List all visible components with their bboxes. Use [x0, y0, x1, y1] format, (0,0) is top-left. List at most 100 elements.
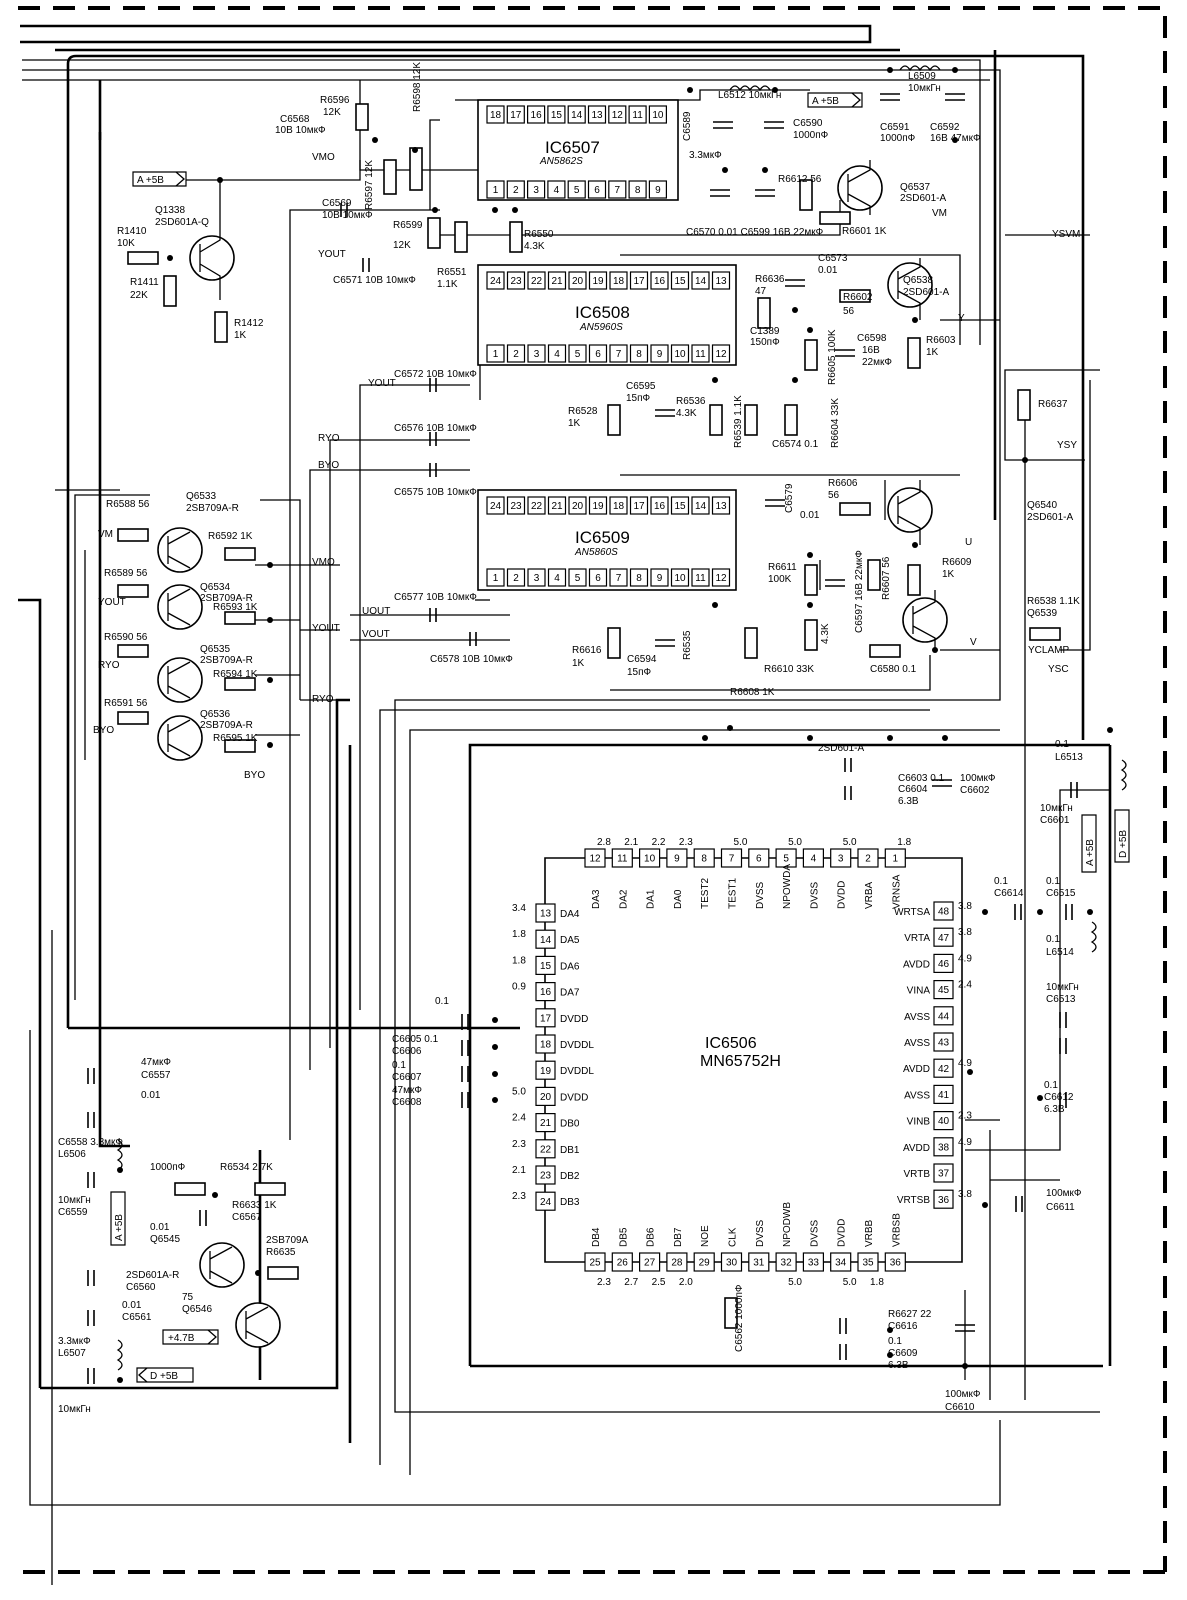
svg-text:A +5В: A +5В [137, 175, 164, 186]
component-label: R6535 [682, 630, 693, 660]
qfp-pin-voltage: 2.3 [958, 1111, 972, 1122]
qfp-pin-name: AVDD [903, 1064, 930, 1075]
qfp-pin [611, 1252, 633, 1272]
ic-pin [691, 344, 710, 363]
component-label: 47 [755, 286, 767, 297]
ic-pin [486, 344, 505, 363]
component-label: C6589 [682, 111, 693, 141]
ic-pin [568, 568, 587, 587]
component-label: C6607 [392, 1072, 422, 1083]
qfp-pin-number: 24 [540, 1197, 552, 1208]
component-label: C6571 10В 10мкФ [333, 275, 416, 286]
qfp-pin-name: VRBSB [891, 1213, 902, 1247]
component-label: 0.1 [1046, 934, 1060, 945]
qfp-pin-name: DA2 [618, 889, 629, 909]
component-label: C6598 [857, 333, 887, 344]
component-label: 10мкГн [58, 1195, 91, 1206]
component-label: R6633 1K [232, 1200, 277, 1211]
component-label: 10мкГн [1046, 982, 1079, 993]
component-label: R6603 [926, 335, 956, 346]
ic-pin [587, 180, 607, 199]
qfp-pin-name: CLK [728, 1227, 739, 1247]
component-label: C6577 10В 10мкФ [394, 592, 477, 603]
ic6509-title: IC6509 [575, 528, 630, 547]
component-label: Q6537 [900, 182, 930, 193]
component-label: C6573 [818, 253, 848, 264]
component-label: 0.1 [1044, 1080, 1058, 1091]
component-label: 12K [323, 107, 341, 118]
ic-pin-number: 14 [695, 276, 707, 287]
ic-pin-number: 24 [490, 276, 502, 287]
ic-pin-number: 17 [633, 276, 645, 287]
ic-pin-number: 12 [715, 349, 727, 360]
net-vmo: VMO [312, 557, 335, 568]
ic-pin-number: 21 [551, 276, 563, 287]
qfp-pin [535, 1112, 556, 1133]
component-label: C6557 [141, 1070, 171, 1081]
qfp-pin-name: DVDD [837, 881, 848, 909]
qfp-pin [830, 1252, 852, 1272]
ic-pin [547, 496, 567, 515]
component-label: C6609 [888, 1348, 918, 1359]
qfp-pin [933, 1110, 954, 1131]
qfp-pin [933, 1189, 954, 1209]
component-label: 15пФ [626, 393, 651, 404]
ic-pin [547, 344, 567, 363]
qfp-pin-voltage: 2.8 [597, 837, 611, 848]
component-label: L6509 [908, 71, 936, 82]
qfp-pin-number: 13 [540, 909, 552, 920]
component-label: R6616 [572, 645, 602, 656]
ic-pin-number: 17 [633, 501, 645, 512]
ic-pin-number: 16 [654, 276, 666, 287]
component-label: C6561 [122, 1312, 152, 1323]
ic-pin-number: 20 [572, 276, 584, 287]
qfp-pin-name: VRNSA [891, 874, 902, 909]
qfp-pin-voltage: 1.8 [870, 1277, 884, 1288]
component-label: R6593 1K [213, 602, 258, 613]
component-label: 2SD601-A [1027, 512, 1073, 523]
ic6508-title: IC6508 [575, 303, 630, 322]
transistors [157, 160, 948, 1348]
ic-pin [711, 271, 731, 290]
component-label: C6572 10В 10мкФ [394, 369, 477, 380]
component-label: L6506 [58, 1149, 86, 1160]
qfp-pin-number: 19 [540, 1066, 552, 1077]
net-ryo: RYO [312, 694, 334, 705]
component-label: C6614 [994, 888, 1024, 899]
component-label: 0.1 [994, 876, 1008, 887]
ic-pin-number: 7 [616, 349, 622, 360]
qfp-pin-voltage: 4.9 [958, 1058, 972, 1069]
qfp-pin [584, 848, 606, 868]
qfp-pin-name: DB1 [560, 1145, 580, 1156]
component-label: R6627 22 [888, 1309, 932, 1320]
bus-traces [18, 24, 1112, 1443]
ic-pin-number: 2 [513, 349, 519, 360]
svg-text:A +5В: A +5В [114, 1214, 125, 1241]
component-label: 0.1 [392, 1060, 406, 1071]
qfp-pin [933, 1058, 954, 1078]
component-label: 2SB709A-R [200, 720, 253, 731]
qfp-pin-voltage: 2.3 [597, 1277, 611, 1288]
component-label: C6606 [392, 1046, 422, 1057]
svg-text:D +5В: D +5В [1118, 830, 1129, 858]
qfp-pin-voltage: 3.8 [958, 927, 972, 938]
component-label: C6580 0.1 [870, 664, 917, 675]
ic-pin [527, 271, 546, 290]
component-label: R6602 [843, 292, 873, 303]
qfp-pin-name: DVDD [837, 1219, 848, 1247]
component-label: 0.01 [122, 1300, 142, 1311]
ic-pin-number: 18 [490, 110, 502, 121]
component-label: 100мкФ [1046, 1188, 1082, 1199]
qfp-pin-name: DA6 [560, 961, 580, 972]
ic-pin-number: 12 [715, 573, 727, 584]
ic-pin [609, 271, 628, 290]
ic-pin-number: 2 [513, 573, 519, 584]
qfp-pin-voltage: 1.8 [512, 929, 526, 940]
ic-pin [588, 568, 608, 587]
transistor-q6546 [235, 1302, 281, 1348]
component-label: L6513 [1055, 752, 1083, 763]
ic-pin [628, 180, 647, 199]
qfp-pin-number: 32 [781, 1258, 793, 1269]
